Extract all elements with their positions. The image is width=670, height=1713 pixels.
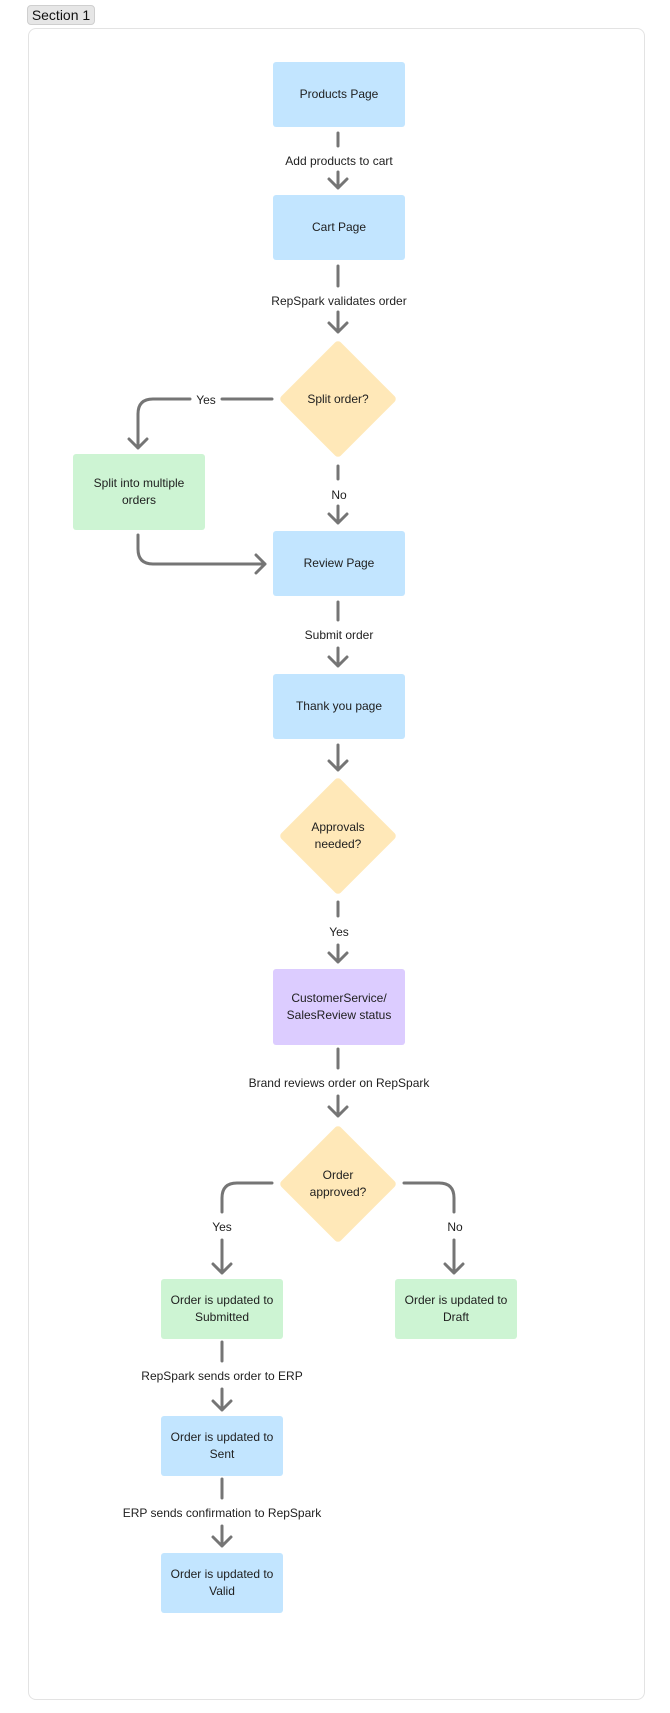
- connector-submitted-sent-arrow: [211, 1387, 233, 1412]
- edge-label-sends-erp: RepSpark sends order to ERP: [139, 1368, 305, 1384]
- node-order-submitted[interactable]: Order is updated to Submitted: [161, 1279, 283, 1339]
- node-order-sent[interactable]: Order is updated to Sent: [161, 1416, 283, 1476]
- section-title[interactable]: Section 1: [27, 5, 95, 25]
- node-cart-page[interactable]: Cart Page: [273, 195, 405, 260]
- decision-label: Approvals needed?: [311, 820, 365, 851]
- connector-approvals-yes-b: [327, 943, 349, 964]
- connector-approved-no-b: [443, 1238, 465, 1275]
- edge-label-brand-reviews: Brand reviews order on RepSpark: [246, 1075, 432, 1091]
- decision-label: Split order?: [307, 391, 369, 406]
- connector-approved-no-a: [402, 1181, 456, 1214]
- connector-thankyou-approvals: [327, 743, 349, 772]
- edge-label-submit: Submit order: [302, 627, 376, 643]
- edge-label-add-to-cart: Add products to cart: [283, 153, 395, 169]
- connector-review-thankyou-arrow: [327, 646, 349, 668]
- decision-order-approved[interactable]: Order approved?: [278, 1124, 398, 1244]
- connector-split-yes-b: [127, 397, 192, 450]
- connector-splitmulti-review: [136, 533, 267, 575]
- node-split-multiple[interactable]: Split into multiple orders: [73, 454, 205, 530]
- edge-label-approved-yes: Yes: [210, 1219, 234, 1235]
- edge-label-erp-confirm: ERP sends confirmation to RepSpark: [120, 1505, 324, 1521]
- decision-approvals-needed[interactable]: Approvals needed?: [278, 776, 398, 896]
- node-order-draft[interactable]: Order is updated to Draft: [395, 1279, 517, 1339]
- edge-label-split-yes: Yes: [194, 392, 218, 408]
- connector-approved-yes-a: [220, 1181, 274, 1214]
- node-thank-you-page[interactable]: Thank you page: [273, 674, 405, 739]
- connector-csreview-approved-arrow: [327, 1094, 349, 1118]
- decision-split-order[interactable]: Split order?: [278, 339, 398, 459]
- connector-approved-yes-b: [211, 1238, 233, 1275]
- edge-label-approved-no: No: [445, 1219, 465, 1235]
- node-order-valid[interactable]: Order is updated to Valid: [161, 1553, 283, 1613]
- connector-sent-valid-arrow: [211, 1524, 233, 1548]
- node-products-page[interactable]: Products Page: [273, 62, 405, 127]
- connector-split-no-b: [327, 504, 349, 525]
- node-review-page[interactable]: Review Page: [273, 531, 405, 596]
- decision-label: Order approved?: [309, 1168, 367, 1199]
- connector-cart-split-arrow: [327, 310, 349, 334]
- connector-products-cart-arrow: [327, 170, 349, 190]
- edge-label-split-no: No: [329, 487, 349, 503]
- node-cs-review-status[interactable]: CustomerService/ SalesReview status: [273, 969, 405, 1045]
- edge-label-approvals-yes: Yes: [327, 924, 351, 940]
- edge-label-validates: RepSpark validates order: [269, 293, 409, 309]
